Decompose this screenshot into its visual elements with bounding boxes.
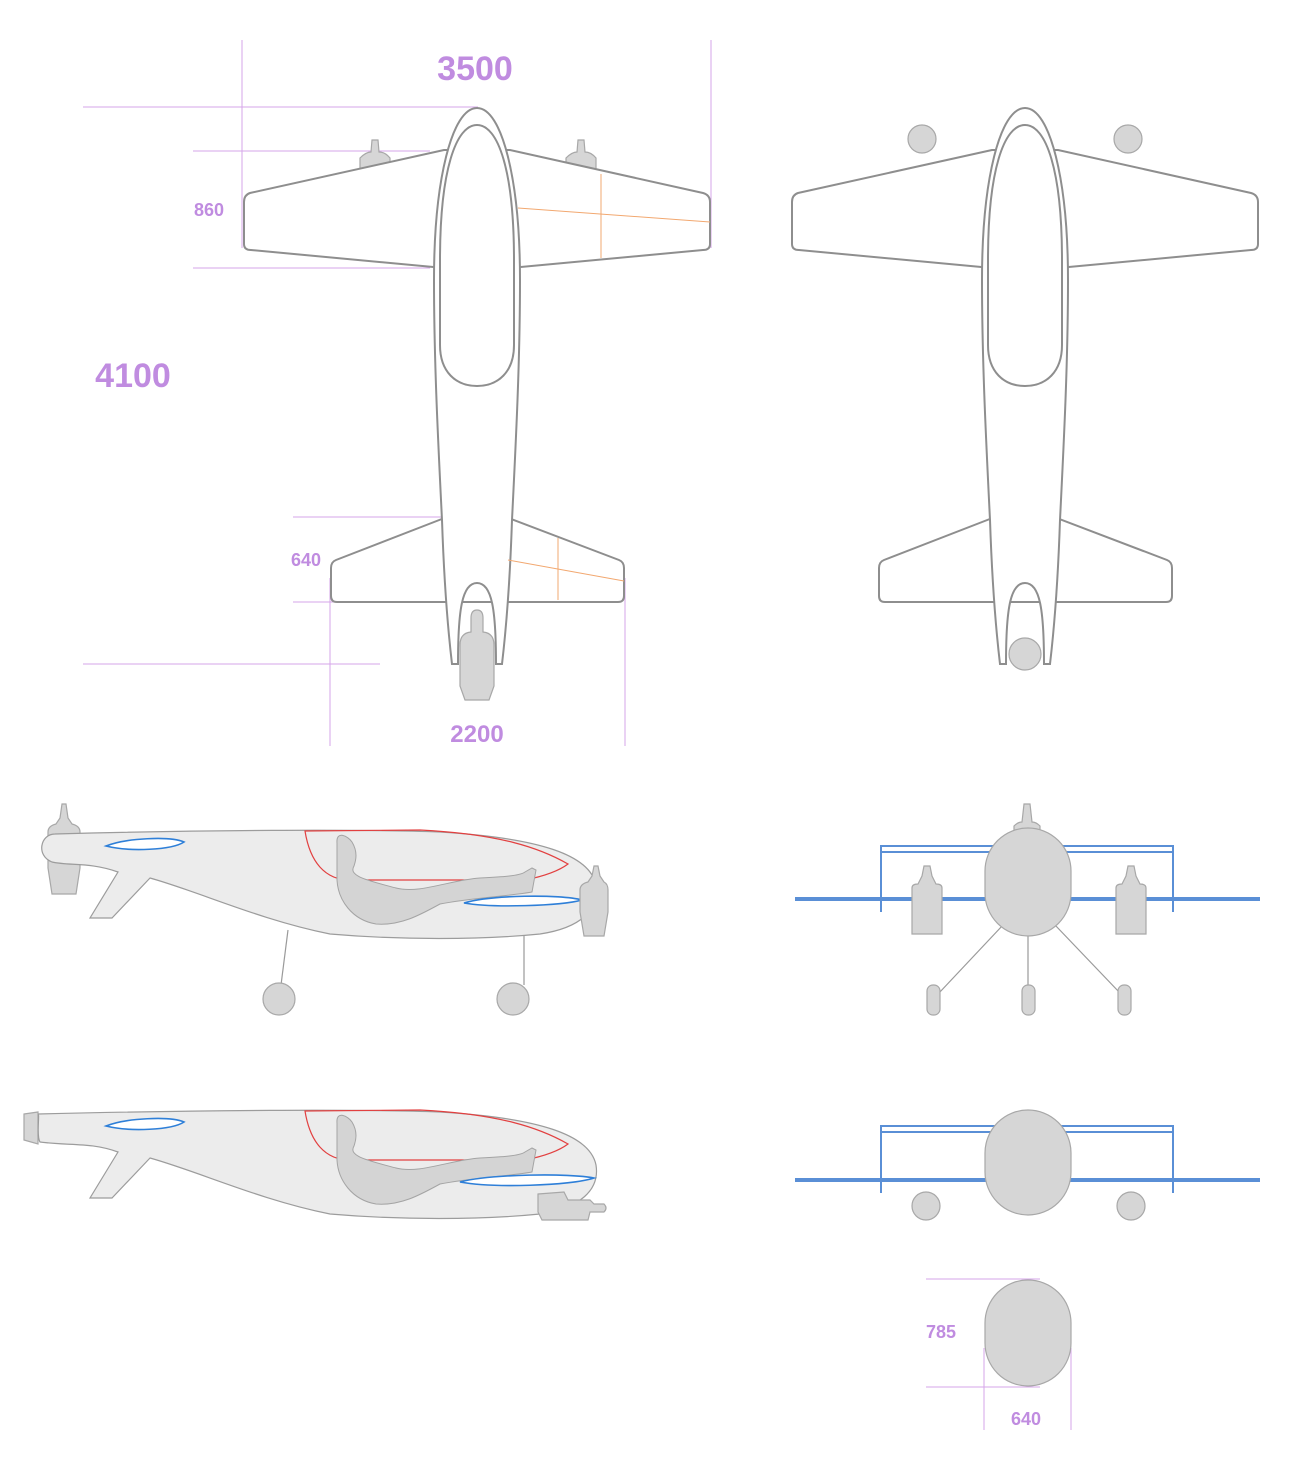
front-wheel: [496, 982, 530, 1016]
gear-strut-rear: [280, 929, 289, 986]
fuselage-height-label: 785: [926, 1322, 956, 1342]
fuselage-front: [984, 827, 1072, 937]
right-motor: [1115, 865, 1147, 935]
front-view-landing: [795, 803, 1260, 1016]
gear-leg-left: [938, 924, 1004, 994]
fuselage-side: [41, 829, 598, 940]
reference-lines: [507, 174, 711, 600]
tail-rotor: [1008, 637, 1042, 671]
tail-chord-label: 640: [291, 550, 321, 570]
top-view-hover: [791, 106, 1259, 671]
canopy-top: [439, 123, 515, 388]
top-motor: [1013, 803, 1041, 833]
wing-motor-left: [359, 139, 391, 171]
rear-motor-horizontal: [23, 1111, 39, 1145]
canopy-side: [304, 829, 570, 881]
rear-wing-airfoil: [103, 1117, 186, 1131]
fuselage-section-dimensioned: 785 640: [926, 1278, 1072, 1430]
pilot-figure: [336, 1114, 537, 1205]
canopy-side: [304, 1109, 570, 1161]
gear-leg-right: [1054, 924, 1121, 994]
front-motor: [579, 865, 609, 937]
length-label: 4100: [95, 357, 171, 395]
rotor-right: [1113, 124, 1143, 154]
left-motor: [911, 865, 943, 935]
top-view-dimensioned: 3500 4100 860 640 2200: [83, 40, 712, 748]
wing-chord-label: 860: [194, 200, 224, 220]
wheel-center: [1021, 984, 1036, 1016]
wheel-left: [926, 984, 941, 1016]
side-view-landing: [41, 803, 609, 1016]
fuselage-front: [984, 1109, 1072, 1216]
canopy-top: [987, 123, 1063, 388]
front-motor-horizontal: [537, 1191, 607, 1221]
fuselage-section: [984, 1279, 1072, 1387]
tail-span-label: 2200: [450, 721, 503, 748]
wheel-right: [1117, 984, 1132, 1016]
rotor-right: [1116, 1191, 1146, 1221]
fuselage-width-label: 640: [1011, 1409, 1041, 1429]
rear-wheel: [262, 982, 296, 1016]
rotor-left: [907, 124, 937, 154]
wingspan-label: 3500: [437, 50, 513, 88]
wing-motor-right: [565, 139, 597, 171]
dimension-lines: [83, 40, 712, 746]
tail-motor: [459, 609, 495, 701]
rotor-left: [911, 1191, 941, 1221]
side-view-cruise: [23, 1109, 607, 1221]
rear-wing-airfoil: [103, 837, 186, 851]
pilot-figure: [336, 834, 537, 925]
front-wing-airfoil: [459, 1174, 598, 1187]
front-view-cruise: [795, 1109, 1260, 1221]
